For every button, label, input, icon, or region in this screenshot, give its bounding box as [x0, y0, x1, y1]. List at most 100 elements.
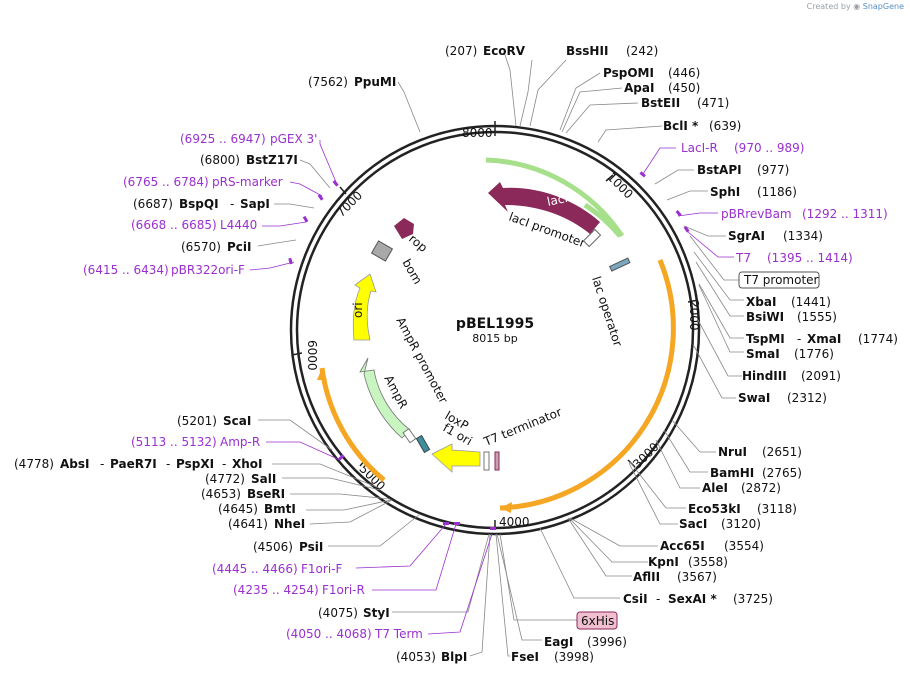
- primer-t7term-range: (4050 .. 4068): [286, 627, 372, 641]
- primer-laci-r-range: (970 .. 989): [734, 141, 804, 155]
- primer-pbrrevbam[interactable]: pBRrevBam: [721, 207, 792, 221]
- enzyme-bseri[interactable]: BseRI: [247, 487, 285, 501]
- enzyme-hindiii-pos: (2091): [801, 369, 841, 383]
- enzyme-styi[interactable]: StyI: [363, 606, 390, 620]
- leader-nrui: [671, 419, 716, 453]
- orange-arc-right[interactable]: [499, 259, 676, 511]
- enzyme-bstapi[interactable]: BstAPI: [697, 163, 742, 177]
- enzyme-hindiii[interactable]: HindIII: [742, 369, 787, 383]
- enzyme-tspmi[interactable]: TspMI: [746, 332, 785, 346]
- enzyme-fsei-pos: (3998): [554, 650, 594, 664]
- enzyme-xhoi[interactable]: XhoI: [232, 457, 263, 471]
- primer-t7term[interactable]: T7 Term: [374, 627, 423, 641]
- enzyme-sapi[interactable]: SapI: [240, 197, 270, 211]
- enzyme-aflii[interactable]: AflII: [633, 570, 660, 584]
- enzyme-ppumi[interactable]: PpuMI: [354, 75, 396, 89]
- bom-label: bom: [399, 257, 424, 287]
- lacI-green-arc[interactable]: [485, 157, 625, 238]
- enzyme-smai[interactable]: SmaI: [746, 347, 780, 361]
- leader-laci-r: [642, 147, 676, 175]
- primer-t7[interactable]: T7: [735, 251, 751, 265]
- enzyme-bmti[interactable]: BmtI: [264, 502, 296, 516]
- enzyme-csii[interactable]: CsiI: [623, 592, 648, 606]
- t7-promoter-box[interactable]: [738, 271, 820, 289]
- enzyme-eco53ki[interactable]: Eco53kI: [688, 502, 741, 516]
- enzyme-alei[interactable]: AleI: [702, 481, 728, 495]
- ori-feature[interactable]: ori: [351, 273, 377, 341]
- enzyme-fsei[interactable]: FseI: [511, 650, 539, 664]
- enzyme-csii-dash: -: [656, 592, 660, 606]
- enzyme-sali-pos: (4772): [205, 472, 245, 486]
- enzyme-nhei[interactable]: NheI: [274, 517, 305, 531]
- lacI-arrow[interactable]: [488, 182, 600, 234]
- enzyme-bsteii[interactable]: BstEII: [641, 96, 680, 110]
- enzyme-pcii[interactable]: PciI: [227, 240, 252, 254]
- enzyme-bcli-pos: (639): [709, 119, 741, 133]
- leader-lines: [249, 51, 744, 657]
- primer-amp-r[interactable]: Amp-R: [220, 435, 260, 449]
- enzyme-paer7i[interactable]: PaeR7I: [110, 457, 157, 471]
- f1-ori-feature[interactable]: f1 ori: [431, 420, 481, 473]
- primer-l4440[interactable]: L4440: [220, 218, 257, 232]
- enzyme-apai[interactable]: ApaI: [624, 81, 654, 95]
- enzyme-pspomi[interactable]: PspOMI: [603, 66, 654, 80]
- leader-pspomi: [559, 72, 601, 131]
- f1-ori-arrow[interactable]: [431, 443, 481, 473]
- primer-pgex[interactable]: pGEX 3': [270, 132, 317, 146]
- enzyme-nrui[interactable]: NruI: [718, 445, 747, 459]
- enzyme-bsiwi[interactable]: BsiWI: [746, 310, 784, 324]
- primer-pbr322ori-f[interactable]: pBR322ori-F: [171, 263, 245, 277]
- enzyme-saci[interactable]: SacI: [679, 517, 707, 531]
- enzyme-kpni[interactable]: KpnI: [648, 555, 679, 569]
- t7-term-box[interactable]: [483, 451, 490, 471]
- enzyme-blpi[interactable]: BlpI: [441, 650, 467, 664]
- orange-arc-left[interactable]: [319, 367, 386, 482]
- lac-operator-feature[interactable]: lac operator: [589, 257, 631, 348]
- 6xhis-box[interactable]: [576, 611, 618, 630]
- enzyme-acc65i[interactable]: Acc65I: [660, 539, 705, 553]
- ampr-promoter-box[interactable]: [402, 428, 417, 444]
- leader-amp-r: [266, 441, 341, 461]
- t7-terminator-feature[interactable]: T7 terminator: [481, 405, 564, 471]
- primer-mark-pbr322ori-f: [288, 257, 293, 265]
- enzyme-absi[interactable]: AbsI: [60, 457, 89, 471]
- enzyme-pspxi[interactable]: PspXI: [176, 457, 214, 471]
- enzyme-sali[interactable]: SalI: [251, 472, 276, 486]
- enzyme-bamhi[interactable]: BamHI: [710, 466, 754, 480]
- enzyme-swai[interactable]: SwaI: [738, 391, 770, 405]
- ori-arrow[interactable]: [352, 273, 377, 341]
- t7-terminator-label: T7 terminator: [481, 405, 564, 449]
- leader-apai: [561, 87, 623, 133]
- primer-prs-marker[interactable]: pRS-marker: [212, 175, 283, 189]
- lacI-green-arc-2[interactable]: [583, 202, 622, 238]
- enzyme-xmai[interactable]: XmaI: [807, 332, 841, 346]
- leader-bsiwi: [695, 261, 744, 317]
- enzyme-eagi[interactable]: EagI: [544, 635, 573, 649]
- enzyme-bspqi[interactable]: BspQI: [179, 197, 219, 211]
- enzyme-sphi[interactable]: SphI: [710, 185, 740, 199]
- enzyme-psii[interactable]: PsiI: [299, 540, 323, 554]
- enzyme-scai[interactable]: ScaI: [223, 414, 251, 428]
- enzyme-bsshii[interactable]: BssHII: [566, 44, 608, 58]
- enzyme-apai-pos: (450): [668, 81, 700, 95]
- lac-operator-mark[interactable]: [609, 257, 631, 272]
- t7-term-mark[interactable]: [494, 451, 500, 471]
- enzyme-ecorv[interactable]: EcoRV: [483, 44, 526, 58]
- tick-6000-mark: [291, 352, 303, 356]
- rop-arrow[interactable]: [394, 218, 414, 239]
- bom-mark[interactable]: [370, 240, 394, 262]
- rop-feature[interactable]: rop: [394, 218, 430, 255]
- enzyme-sgrai[interactable]: SgrAI: [728, 229, 765, 243]
- enzyme-bcli[interactable]: BclI *: [663, 119, 699, 133]
- enzyme-bstz17i[interactable]: BstZ17I: [246, 153, 298, 167]
- loxp-mark[interactable]: [415, 434, 431, 454]
- ampr-feature[interactable]: AmpR AmpR promoter: [359, 315, 451, 444]
- enzyme-sexai[interactable]: SexAI *: [668, 592, 717, 606]
- enzyme-xbai[interactable]: XbaI: [746, 295, 776, 309]
- primer-laci-r[interactable]: LacI-R: [681, 141, 718, 155]
- primer-f1ori-r[interactable]: F1ori-R: [322, 583, 365, 597]
- primer-f1ori-f[interactable]: F1ori-F: [301, 562, 342, 576]
- lacI-promoter-box[interactable]: [582, 228, 602, 248]
- leader-psii: [328, 513, 421, 547]
